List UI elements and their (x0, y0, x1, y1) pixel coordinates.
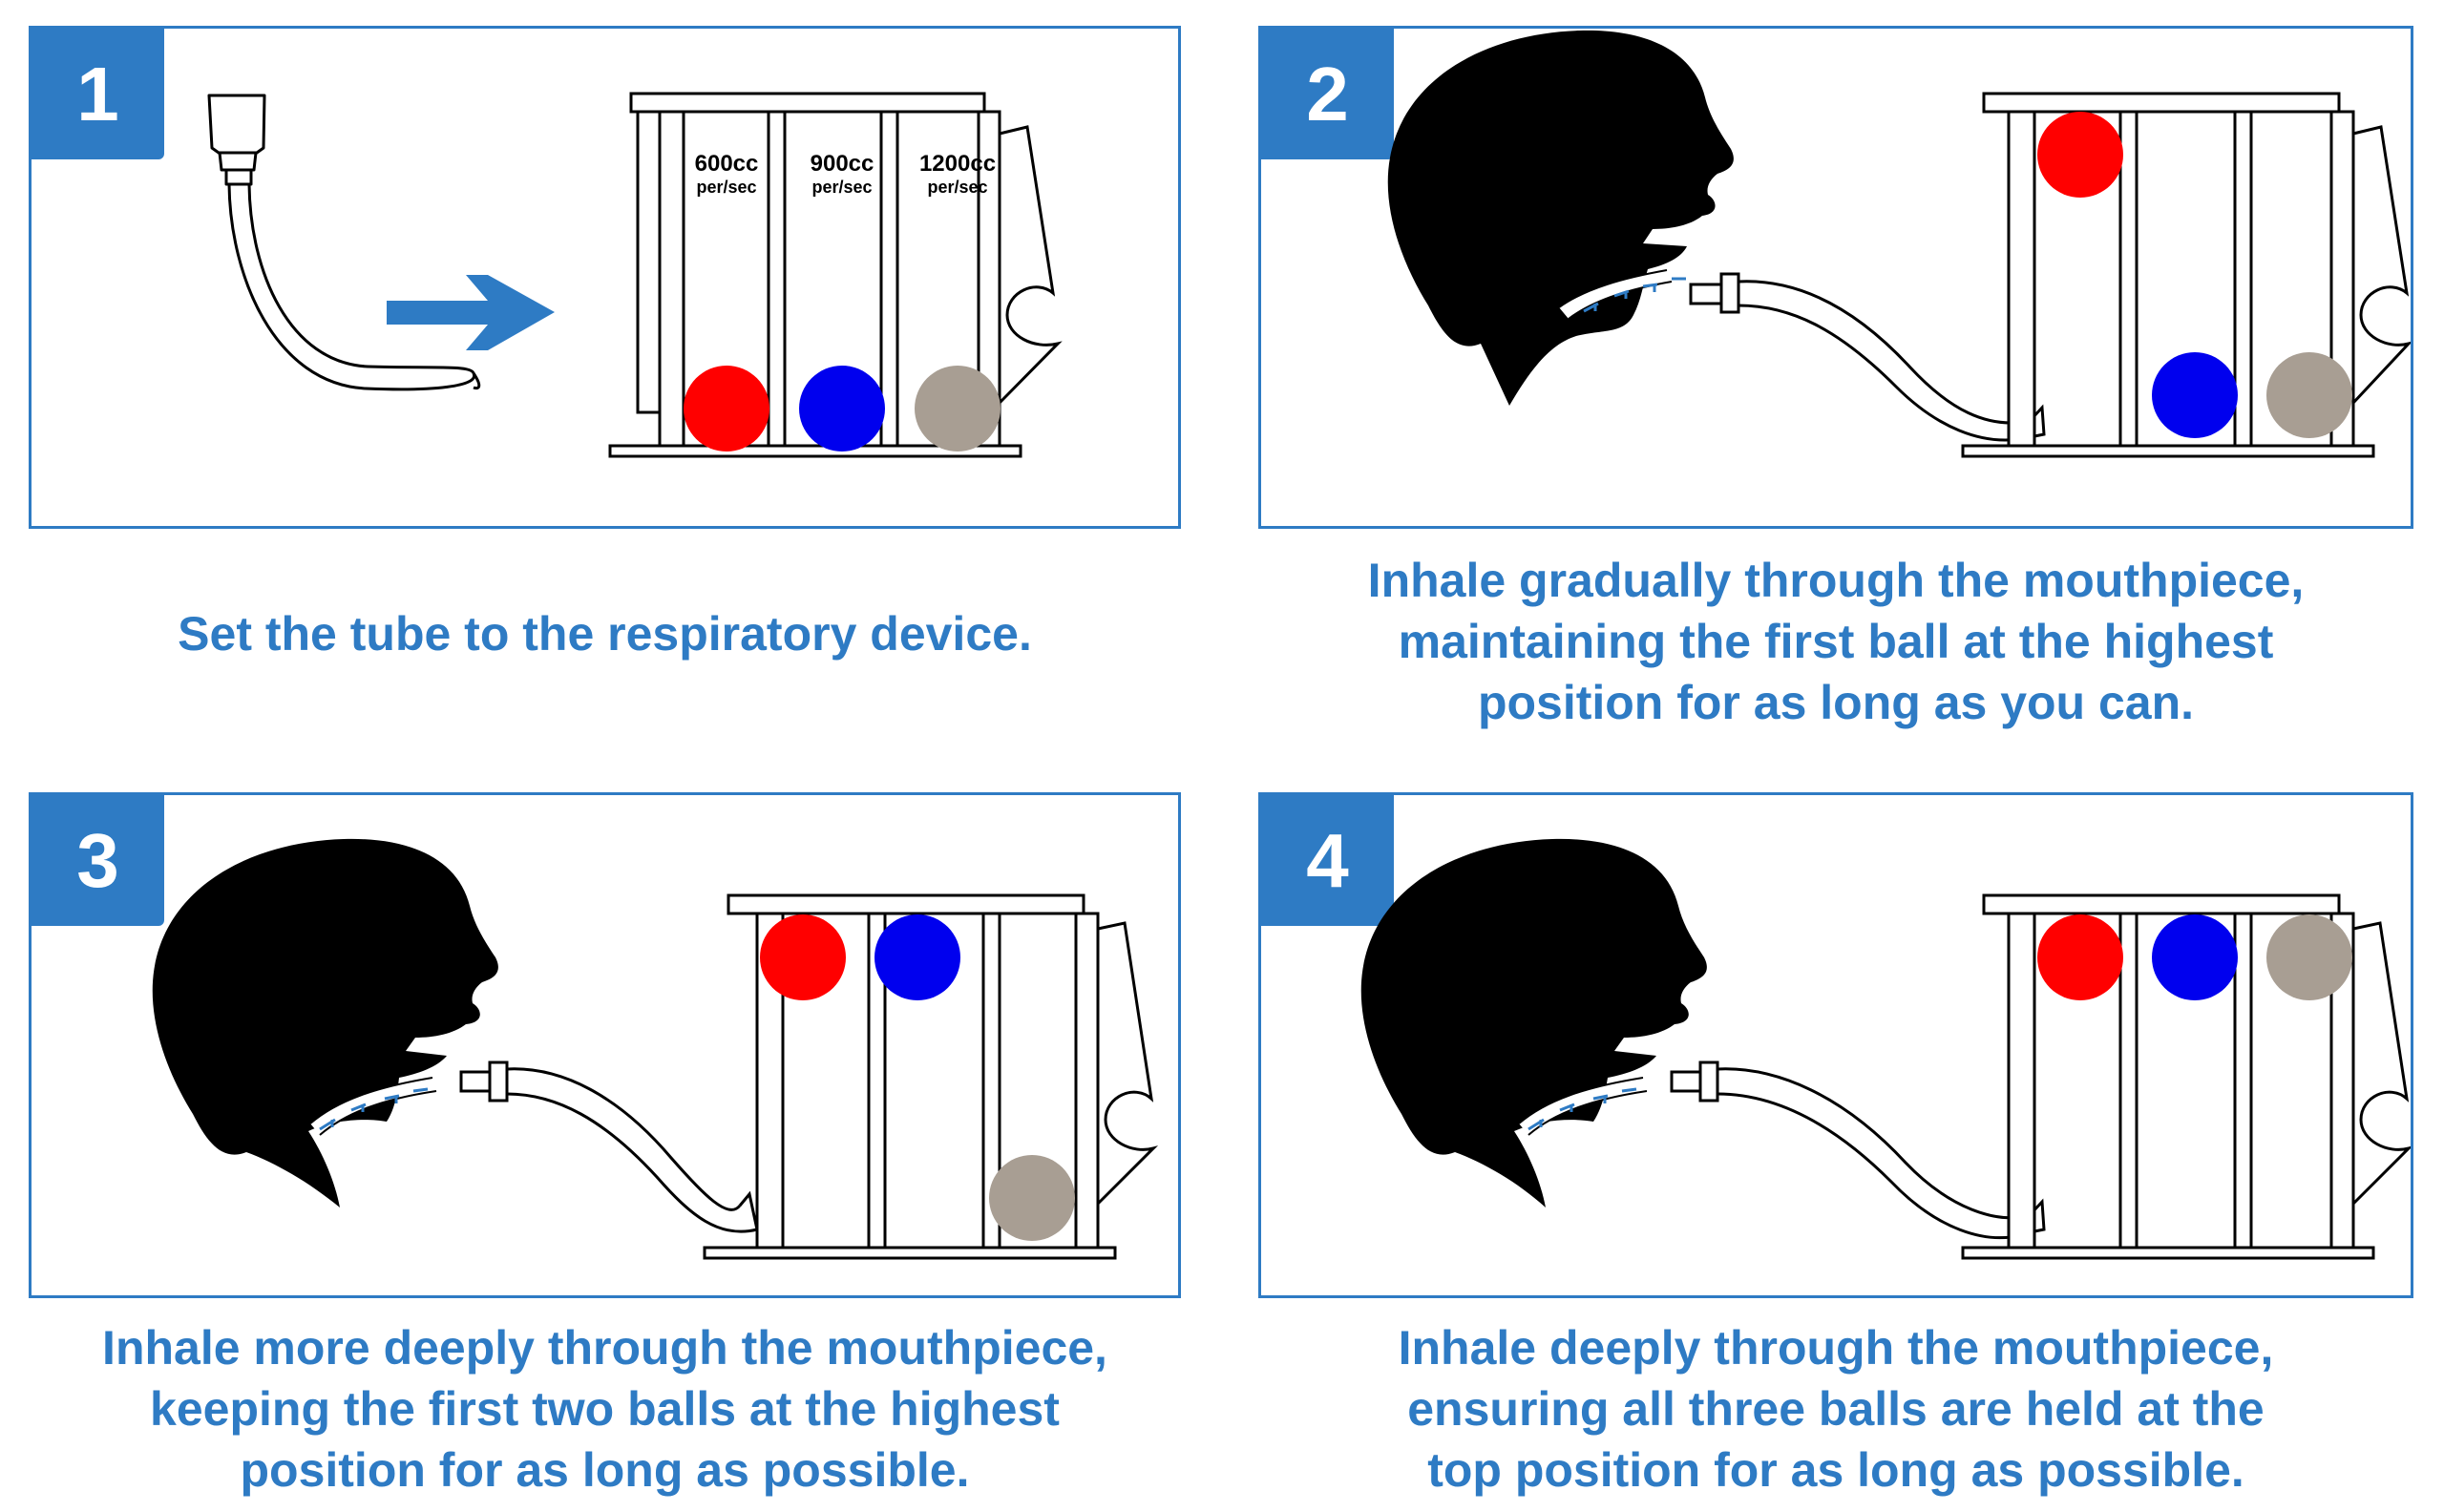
caption-line: keeping the first two balls at the highe… (150, 1382, 1060, 1436)
respiratory-device (1961, 893, 2411, 1260)
caption-line: ensuring all three balls are held at the (1407, 1382, 2265, 1436)
mouthpiece-tube (459, 1060, 759, 1233)
gray-ball (2266, 352, 2352, 438)
respiratory-device (703, 893, 1159, 1260)
column-3-unit-label: per/sec (927, 178, 987, 197)
caption-line: maintaining the first ball at the highes… (1398, 615, 2274, 668)
caption-line: Inhale deeply through the mouthpiece, (1398, 1321, 2274, 1375)
step-4-illustration (1360, 838, 2411, 1260)
gray-ball (2266, 914, 2352, 1000)
blue-ball (874, 914, 960, 1000)
step-3-panel: 3 (29, 792, 1181, 1298)
step-1-number-badge: 1 (32, 29, 164, 159)
step-2-caption: Inhale gradually through the mouthpiece,… (1258, 550, 2413, 733)
column-2-unit-label: per/sec (811, 178, 872, 197)
column-3-rate-label: 1200cc (919, 151, 996, 177)
head-silhouette (1387, 30, 1734, 406)
respiratory-device (1961, 92, 2411, 458)
arrow-right-icon (387, 275, 555, 350)
gray-ball (989, 1155, 1075, 1241)
caption-line: top position for as long as possible. (1427, 1443, 2244, 1497)
step-2-illustration (1387, 30, 2411, 458)
tube-with-connector (207, 94, 481, 391)
step-4-caption: Inhale deeply through the mouthpiece, en… (1258, 1317, 2413, 1501)
head-silhouette (1360, 838, 1707, 1208)
red-ball (2037, 112, 2123, 198)
blue-ball (799, 366, 885, 452)
step-3-illustration (152, 838, 1159, 1260)
gray-ball (915, 366, 1001, 452)
respiratory-device (608, 92, 1063, 458)
step-1-caption: Set the tube to the respiratory device. (178, 607, 1032, 661)
step-2-panel: 2 (1258, 26, 2413, 529)
step-3-caption: Inhale more deeply through the mouthpiec… (29, 1317, 1181, 1501)
step-1-panel: 1 600cc per/sec 900cc (29, 26, 1181, 529)
blue-ball (2152, 914, 2238, 1000)
red-ball (760, 914, 846, 1000)
mouthpiece-tube (1670, 1060, 2046, 1240)
mouthpiece-tube (1689, 272, 2046, 442)
caption-line: position for as long as possible. (240, 1443, 970, 1497)
caption-line: Inhale more deeply through the mouthpiec… (102, 1321, 1107, 1375)
red-ball (684, 366, 769, 452)
column-1-unit-label: per/sec (696, 178, 756, 197)
step-3-number-badge: 3 (32, 795, 164, 926)
column-2-rate-label: 900cc (811, 151, 874, 177)
step-2-number-badge: 2 (1261, 29, 1394, 159)
caption-line: position for as long as you can. (1477, 676, 2195, 729)
caption-line: Inhale gradually through the mouthpiece, (1367, 554, 2305, 607)
step-1-illustration: 600cc per/sec 900cc per/sec 1200cc per/s… (207, 92, 1063, 458)
column-1-rate-label: 600cc (695, 151, 759, 177)
step-4-panel: 4 (1258, 792, 2413, 1298)
red-ball (2037, 914, 2123, 1000)
head-silhouette (152, 838, 498, 1208)
blue-ball (2152, 352, 2238, 438)
step-4-number-badge: 4 (1261, 795, 1394, 926)
